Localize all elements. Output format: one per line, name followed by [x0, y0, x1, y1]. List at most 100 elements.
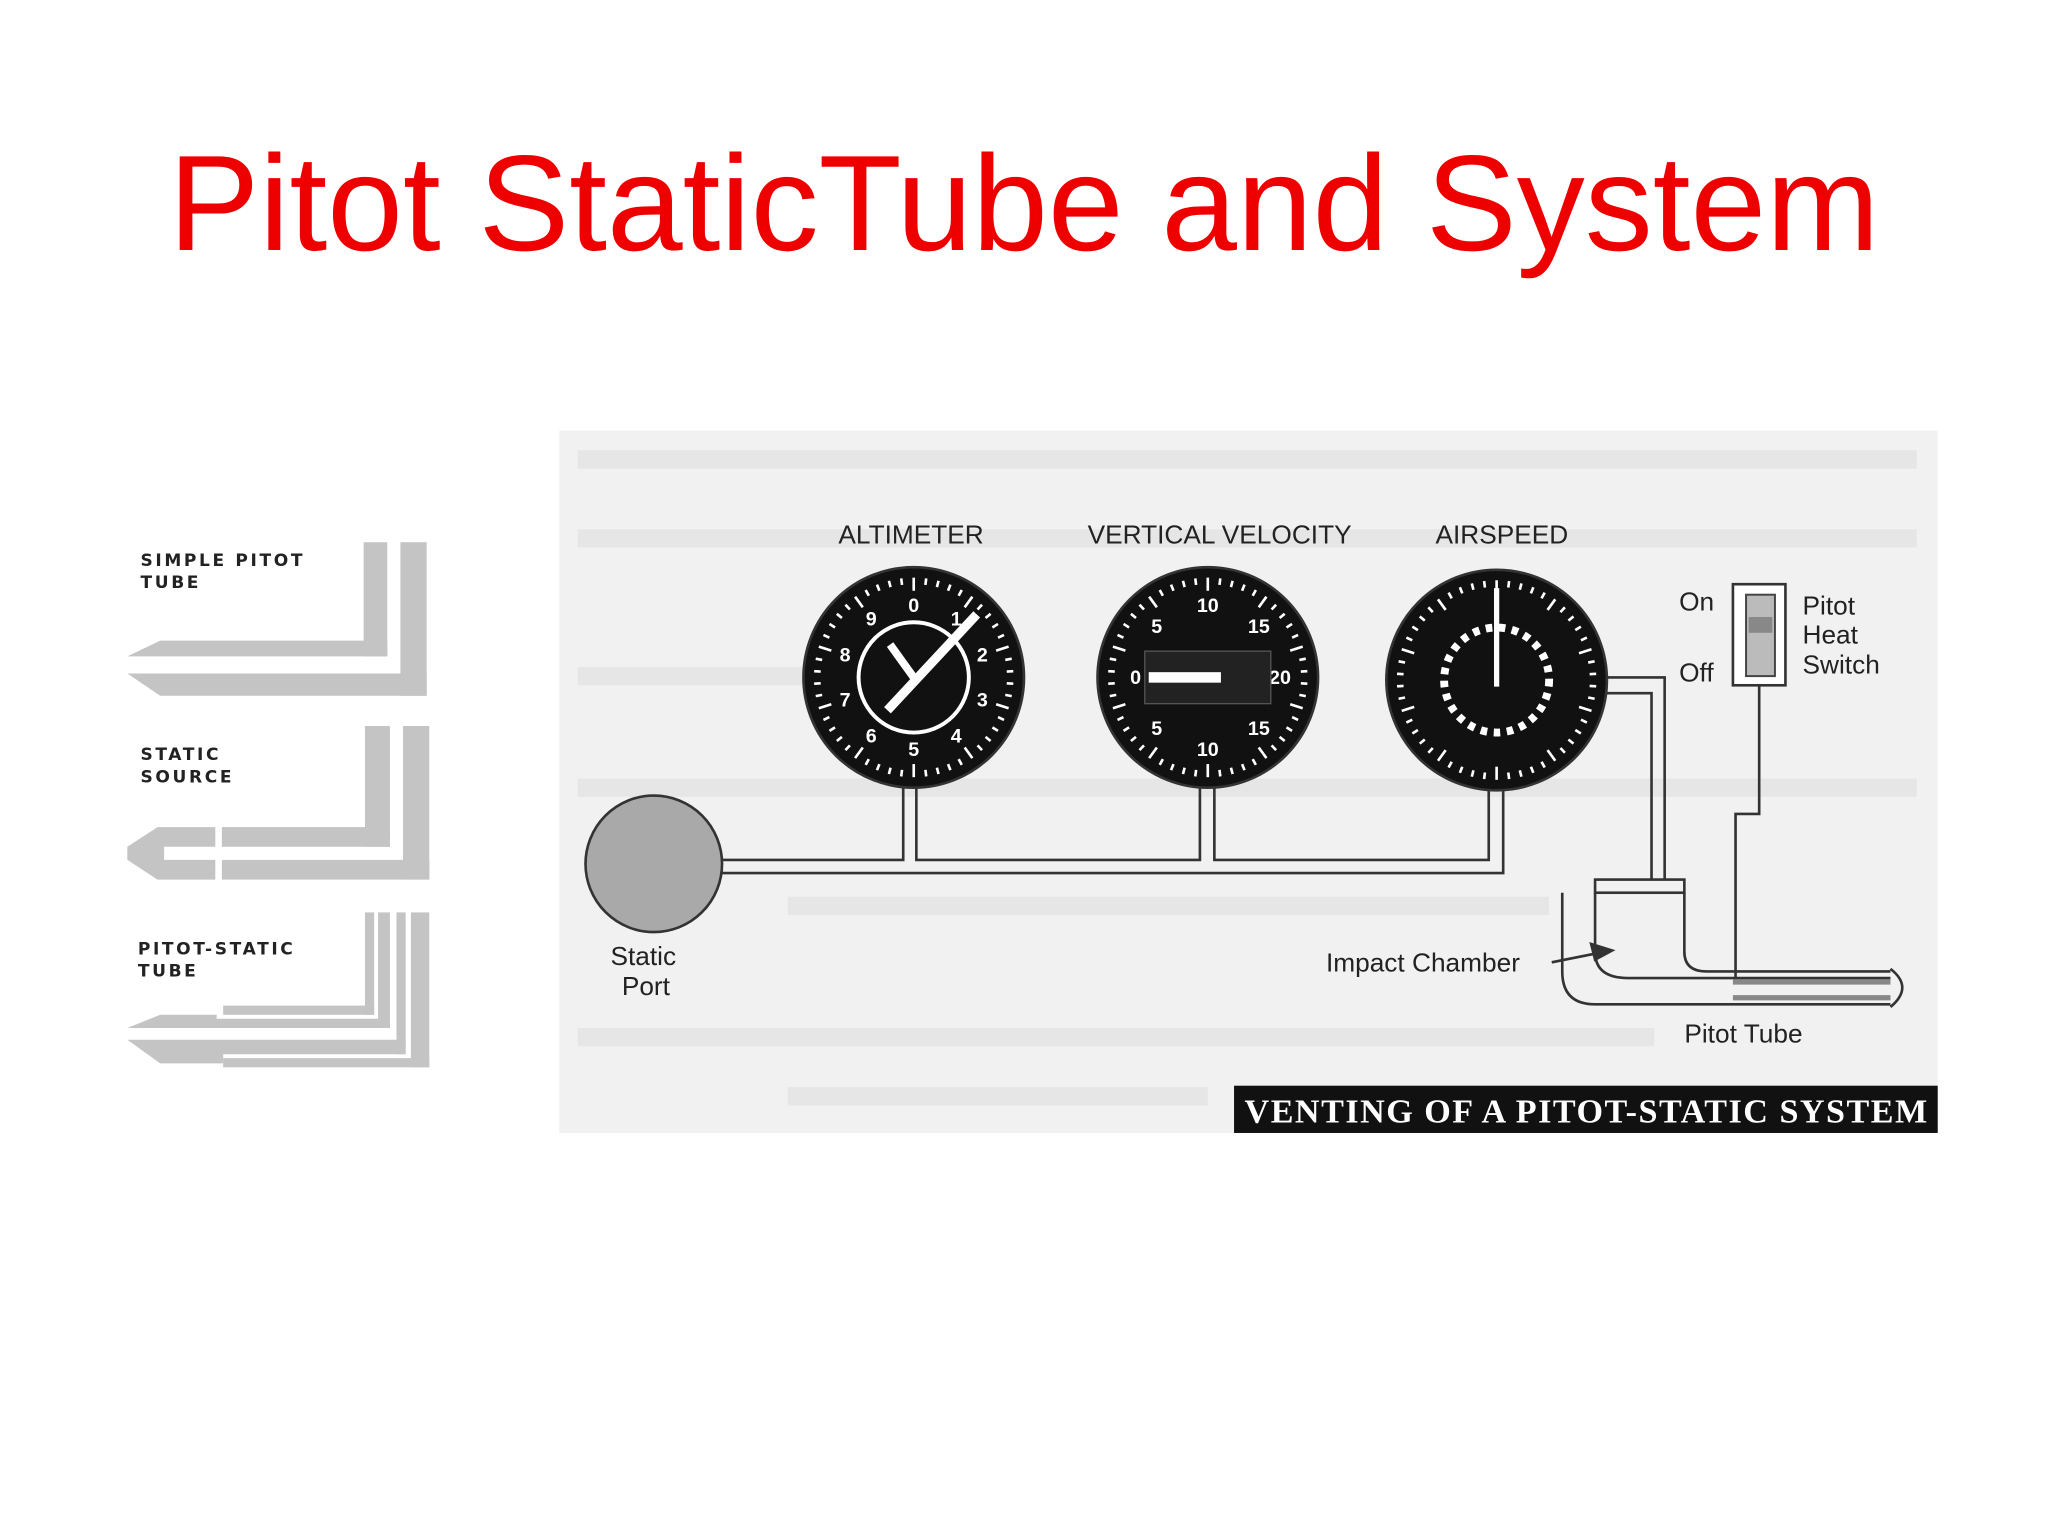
gauge-number: 10	[1197, 739, 1219, 761]
gauge-tick	[935, 580, 940, 588]
gauge-tick	[1112, 702, 1126, 710]
gauge-tick	[1587, 696, 1595, 701]
gauge-tick	[1148, 746, 1158, 759]
gauge-tick	[1418, 738, 1426, 745]
tube-label-line2: SOURCE	[140, 767, 234, 787]
gauge-tick	[1285, 622, 1293, 629]
pitot-static-system-diagram: ALTIMETER VERTICAL VELOCITY AIRSPEED 012…	[559, 430, 1938, 1133]
gauge-tick	[887, 767, 892, 775]
gauge-tick	[1291, 633, 1299, 639]
gauge-tick	[946, 584, 952, 592]
gauge-tick	[1299, 657, 1307, 662]
gauge-tick	[976, 603, 983, 611]
gauge-tick	[1482, 580, 1487, 588]
gauge-tick	[864, 589, 870, 597]
gauge-tick	[844, 744, 851, 752]
gauge-tick	[1546, 749, 1557, 762]
pitot-line	[1604, 676, 1666, 880]
gauge-tick	[991, 726, 999, 732]
gauge-tick	[1540, 761, 1546, 769]
gauge-tick	[1574, 625, 1582, 632]
vertical-velocity-label: VERTICAL VELOCITY	[1088, 520, 1352, 550]
gauge-tick	[995, 645, 1010, 652]
gauge-tick	[1289, 645, 1304, 652]
caption-bar	[1234, 1085, 1938, 1133]
gauge-tick	[854, 746, 864, 759]
gauge-tick	[984, 612, 992, 620]
gauge-tick	[1405, 636, 1413, 642]
gauge-tick	[818, 702, 832, 710]
pitot-heat-switch	[1731, 582, 1787, 979]
gauge-number: 5	[1151, 616, 1162, 638]
gauge-tick	[963, 595, 974, 609]
gauge-tick	[1458, 766, 1464, 774]
gauge-tick	[1529, 766, 1535, 774]
gauge-number: 9	[866, 609, 877, 631]
gauge-tick	[1567, 738, 1575, 745]
gauge-tick	[899, 769, 904, 777]
gauge-tick	[1578, 705, 1592, 713]
tube-label-line1: STATIC	[140, 745, 221, 765]
gauge-tick	[1506, 580, 1511, 588]
static-port-label-line1: Static	[610, 941, 676, 971]
gauge-tick	[818, 645, 832, 652]
gauge-tick	[1518, 769, 1523, 778]
static-lines	[722, 785, 1505, 875]
gauge-tick	[1299, 693, 1307, 698]
gauge-tick	[844, 603, 851, 611]
gauge-tick	[1109, 657, 1117, 662]
gauge-tick	[1229, 580, 1234, 588]
switch-label-line2: Heat	[1803, 619, 1859, 649]
gauge-tick	[1291, 715, 1299, 722]
impact-chamber-arrow	[1551, 941, 1616, 964]
pitot-static-tube-figure: PITOT-STATIC TUBE	[127, 912, 430, 1068]
pitot-tube	[1560, 878, 1904, 1008]
gauge-tick	[1278, 735, 1286, 743]
switch-label-line1: Pitot	[1803, 590, 1856, 620]
gauge-tick	[1574, 728, 1582, 735]
gauge-number: 0	[1130, 667, 1141, 689]
gauge-tick	[1506, 772, 1511, 780]
gauge-tick	[1529, 586, 1535, 594]
gauge-tick	[1411, 625, 1419, 632]
gauge-number: 3	[977, 689, 988, 711]
gauge-tick	[1418, 615, 1426, 622]
static-port-label-line2: Port	[622, 971, 671, 1001]
gauge-tick	[864, 758, 870, 766]
gauge-tick	[836, 735, 843, 743]
gauge-tick	[1270, 603, 1278, 611]
altimeter-label: ALTIMETER	[838, 520, 983, 550]
slide-title: Pitot StaticTube and System	[168, 127, 1880, 279]
gauge-tick	[822, 633, 830, 639]
gauge-tick	[1112, 645, 1126, 652]
gauge-number: 15	[1248, 718, 1270, 740]
airspeed-label: AIRSPEED	[1435, 520, 1568, 550]
gauge-tick	[1401, 647, 1415, 655]
gauge-tick	[1289, 702, 1304, 710]
tube-label-line2: TUBE	[140, 573, 201, 593]
gauge-tick	[1122, 622, 1130, 629]
gauge-tick	[1130, 612, 1137, 620]
gauge-tick	[935, 767, 940, 775]
airspeed-gauge	[1385, 568, 1609, 792]
simple-pitot-tube-figure: SIMPLE PITOT TUBE	[127, 542, 427, 696]
gauge-tick	[1251, 589, 1258, 597]
gauge-tick	[1270, 744, 1278, 752]
gauge-tick	[1436, 749, 1447, 762]
vsi-needle	[1148, 672, 1221, 683]
gauge-tick	[1427, 747, 1434, 754]
gauge-tick	[1251, 758, 1258, 766]
gauge-tick	[1398, 660, 1406, 664]
gauge-tick	[1398, 696, 1406, 701]
gauge-tick	[1540, 591, 1546, 599]
gauge-tick	[1580, 636, 1588, 642]
gauge-tick	[1559, 606, 1566, 613]
gauge-number: 15	[1248, 616, 1270, 638]
gauge-number: 20	[1269, 667, 1291, 689]
gauge-tick	[1587, 660, 1595, 664]
gauge-tick	[1436, 598, 1447, 611]
gauge-tick	[1148, 595, 1158, 609]
gauge-tick	[1567, 615, 1575, 622]
